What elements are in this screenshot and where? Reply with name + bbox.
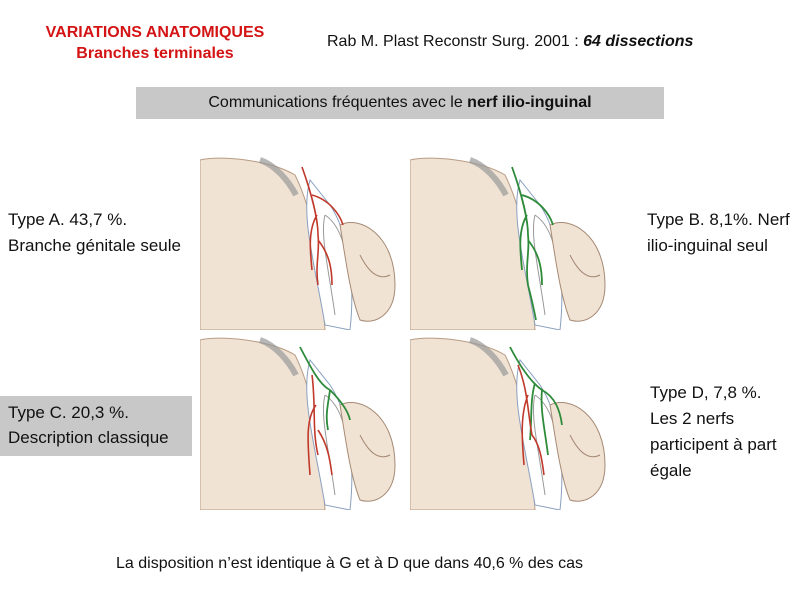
footer-note: La disposition n’est identique à G et à … [116, 555, 583, 572]
type-d-description: Type D, 7,8 %. Les 2 nerfs participent à… [650, 383, 777, 480]
illustration-svg-a [200, 157, 396, 330]
anatomy-illustration-type-a [200, 155, 400, 330]
type-c-line-1: Type C. 20,3 %. [8, 403, 129, 422]
banner-emphasis: nerf ilio-inguinal [467, 94, 592, 111]
type-c-description: Type C. 20,3 %. Description classique [0, 396, 192, 456]
title-line-1: VARIATIONS ANATOMIQUES [45, 24, 265, 41]
illustration-svg-c [200, 337, 396, 510]
anatomy-illustration-type-b [410, 155, 610, 330]
banner-prefix: Communications fréquentes avec le [208, 94, 468, 111]
type-a-description: Type A. 43,7 %. Branche génitale seule [8, 210, 181, 255]
anatomy-illustration-type-d [410, 335, 610, 510]
type-c-line-2: Description classique [8, 428, 169, 447]
illustration-svg-d [410, 337, 606, 510]
title-line-2: Branches terminales [76, 45, 234, 62]
communication-banner: Communications fréquentes avec le nerf i… [136, 87, 664, 119]
reference-emphasis: 64 dissections [583, 33, 694, 50]
slide-title: VARIATIONS ANATOMIQUES Branches terminal… [20, 22, 290, 64]
reference-prefix: Rab M. Plast Reconstr Surg. 2001 : [327, 33, 584, 50]
anatomy-illustration-type-c [200, 335, 400, 510]
type-b-description: Type B. 8,1%. Nerf ilio-inguinal seul [647, 210, 790, 255]
reference-citation: Rab M. Plast Reconstr Surg. 2001 : 64 di… [327, 33, 693, 51]
illustration-svg-b [410, 157, 606, 330]
